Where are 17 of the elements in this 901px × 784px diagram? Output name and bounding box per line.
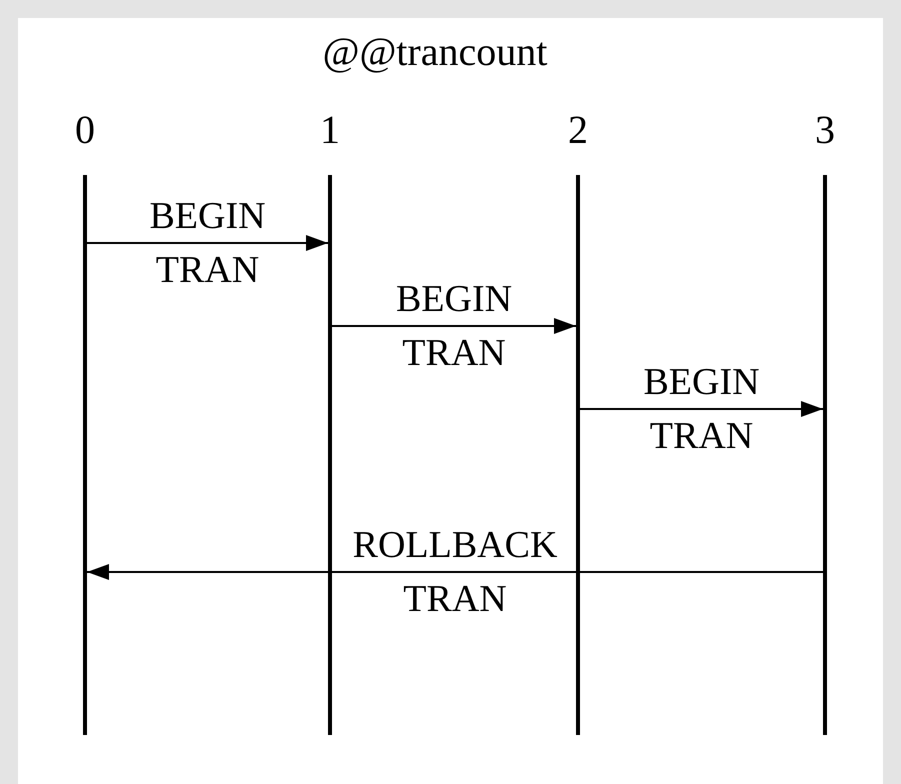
diagram-title: @@trancount: [322, 30, 548, 74]
timeline-bar: [823, 175, 827, 735]
edge-label: BEGIN TRAN: [643, 360, 760, 459]
arrow: [87, 564, 823, 580]
arrow: [332, 318, 576, 334]
count-label: 0: [75, 108, 95, 152]
arrow: [87, 235, 328, 251]
edge-label: ROLLBACK TRAN: [352, 523, 558, 622]
timeline-bar: [576, 175, 580, 735]
arrow: [580, 401, 823, 417]
timeline-bar: [83, 175, 87, 735]
count-label: 2: [568, 108, 588, 152]
count-label: 1: [320, 108, 340, 152]
count-label: 3: [815, 108, 835, 152]
edge-label: BEGIN TRAN: [149, 194, 266, 293]
timeline-bar: [328, 175, 332, 735]
edge-label: BEGIN TRAN: [396, 277, 512, 376]
